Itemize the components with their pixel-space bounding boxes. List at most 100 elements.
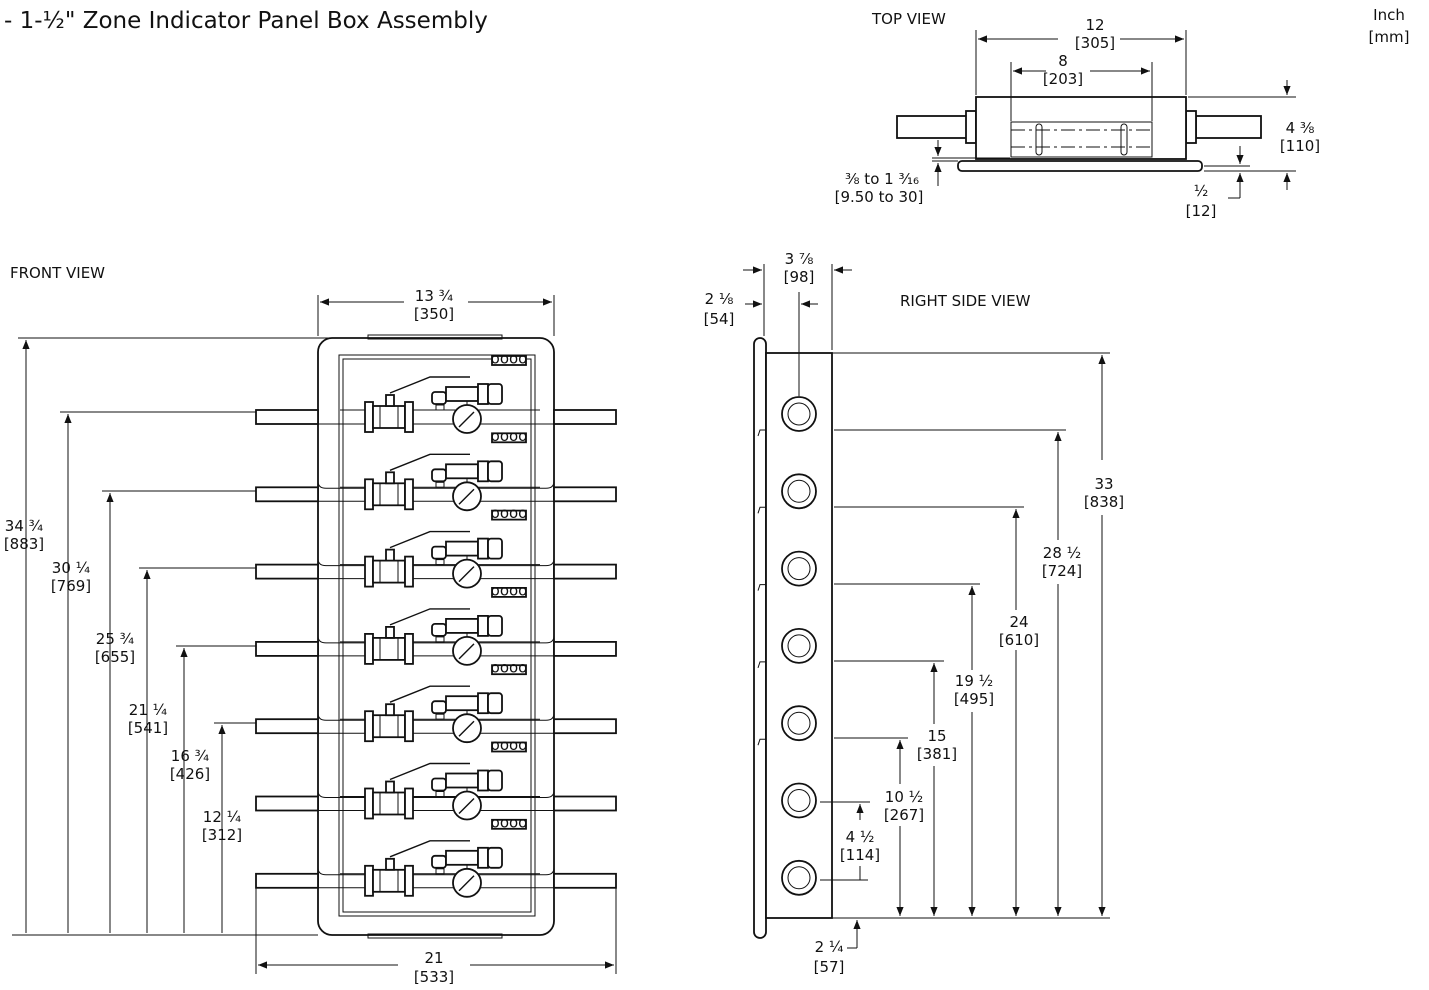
- valve-stem: [385, 471, 395, 485]
- valve-handle: [389, 762, 470, 781]
- ball-valve-body: [372, 791, 406, 816]
- terminal-strip-label: oooo: [491, 350, 528, 368]
- valve-union-right: [404, 633, 414, 665]
- side-port: [781, 782, 817, 819]
- side-port: [757, 396, 817, 437]
- dim-side-v6-in: 10 ½: [885, 788, 923, 806]
- valve-handle: [389, 685, 470, 703]
- dim-front-width-mm: [350]: [414, 305, 454, 323]
- flow-switch-elbow: [431, 854, 447, 869]
- terminal-strip-label: oooo: [491, 813, 528, 831]
- ball-valve-body: [372, 559, 406, 584]
- side-port-inner: [787, 634, 811, 658]
- valve-handle: [389, 840, 470, 858]
- terminal-strip: oooo: [491, 427, 528, 445]
- terminal-strip-label: oooo: [491, 504, 528, 522]
- dim-side-depth-mm: [98]: [784, 268, 815, 286]
- zone-assembly: oooo: [255, 581, 617, 666]
- dim-side-depth-in: 3 ⅞: [785, 250, 814, 268]
- terminal-strip: oooo: [491, 659, 528, 677]
- side-port-outer: [781, 396, 817, 432]
- side-port-inner: [787, 402, 811, 426]
- terminal-strip: oooo: [491, 350, 528, 368]
- flow-switch-cap: [487, 769, 503, 792]
- zone-inlet-pipe: [255, 486, 319, 503]
- dim-side-bottom-in: 2 ¼: [815, 938, 844, 956]
- dim-front-h2-mm: [769]: [51, 577, 91, 595]
- front-top-tab: [367, 334, 503, 340]
- dim-front-h3-in: 25 ¾: [96, 630, 135, 648]
- dim-top-depth-mm: [110]: [1280, 137, 1320, 155]
- side-port: [757, 550, 817, 591]
- terminal-strip: oooo: [491, 736, 528, 754]
- top-box-body: [975, 96, 1187, 160]
- valve-union-left: [364, 710, 374, 743]
- zone-outlet-pipe: [553, 795, 617, 812]
- valve-stem: [385, 548, 395, 562]
- side-port-outer: [781, 628, 817, 664]
- dim-top-flange-in: ⅜ to 1 ³⁄₁₆: [845, 170, 919, 188]
- zone-inlet-pipe: [255, 641, 319, 657]
- ball-valve-body: [372, 868, 406, 893]
- side-port-stack: [757, 396, 817, 896]
- dim-side-v1-mm: [838]: [1084, 493, 1124, 511]
- dim-top-depth-in: 4 ⅜: [1286, 119, 1315, 137]
- valve-union-left: [364, 787, 374, 820]
- valve-handle: [389, 530, 470, 549]
- dim-top-width-in: 12: [1085, 16, 1104, 34]
- top-left-fitting: [965, 110, 977, 144]
- flow-switch-body: [445, 618, 479, 634]
- valve-stem: [385, 857, 395, 871]
- dim-front-h6-in: 12 ¼: [203, 808, 242, 826]
- dim-front-overall-in: 21: [424, 949, 443, 967]
- side-port-outer: [781, 550, 817, 587]
- dim-front-h1-mm: [883]: [4, 535, 44, 553]
- valve-union-left: [364, 864, 374, 897]
- dim-side-v7-mm: [114]: [840, 846, 880, 864]
- flow-switch-body: [445, 772, 479, 789]
- top-left-pipe: [896, 115, 969, 139]
- flow-switch-elbow: [431, 391, 447, 405]
- side-port: [757, 473, 817, 514]
- side-port-outer: [781, 473, 817, 510]
- dim-side-v4-mm: [495]: [954, 690, 994, 708]
- terminal-strip: oooo: [491, 581, 528, 599]
- zone-outlet-pipe: [553, 718, 617, 735]
- dim-side-offset-in: 2 ⅛: [705, 290, 734, 308]
- flow-switch-cap: [487, 615, 503, 637]
- zone-inlet-pipe: [255, 795, 319, 812]
- dim-front-overall-mm: [533]: [414, 968, 454, 986]
- flow-switch-elbow: [431, 623, 447, 637]
- zone-assembly: oooo: [255, 427, 617, 512]
- side-port-inner: [787, 866, 811, 890]
- valve-handle: [389, 608, 470, 626]
- valve-stem: [385, 626, 395, 639]
- dim-top-flange-mm: [9.50 to 30]: [835, 188, 924, 206]
- zone-outlet-pipe: [553, 563, 617, 580]
- dim-side-bottom-mm: [57]: [814, 958, 845, 976]
- flow-switch-body: [445, 540, 479, 557]
- front-bottom-tab: [367, 933, 503, 939]
- dim-side-offset-mm: [54]: [704, 310, 735, 328]
- dim-front-h4-mm: [541]: [128, 719, 168, 737]
- zone-outlet-pipe: [553, 872, 617, 889]
- side-port: [757, 628, 817, 669]
- side-port-inner: [787, 557, 811, 581]
- ball-valve-body: [372, 482, 406, 507]
- zone-assembly: oooo: [255, 350, 617, 434]
- right-side-view: RIGHT SIDE VIEW 3 ⅞ [98] 2 ⅛ [54] 33 [83…: [704, 250, 1125, 976]
- valve-stem: [385, 703, 395, 717]
- dim-front-h3-mm: [655]: [95, 648, 135, 666]
- top-right-pipe: [1195, 115, 1262, 139]
- terminal-strip-label: oooo: [491, 427, 528, 445]
- valve-union-right: [404, 710, 414, 743]
- zone-inlet-pipe: [255, 872, 319, 889]
- valve-union-right: [404, 787, 414, 820]
- ball-valve-body: [372, 714, 406, 739]
- flow-switch-body: [445, 849, 479, 866]
- flow-switch-cap: [487, 537, 503, 560]
- valve-stem: [385, 780, 395, 794]
- dim-top-width-mm: [305]: [1075, 34, 1115, 52]
- page-title: - 1-½" Zone Indicator Panel Box Assembly: [4, 8, 488, 34]
- top-valve-strip: [1010, 121, 1153, 158]
